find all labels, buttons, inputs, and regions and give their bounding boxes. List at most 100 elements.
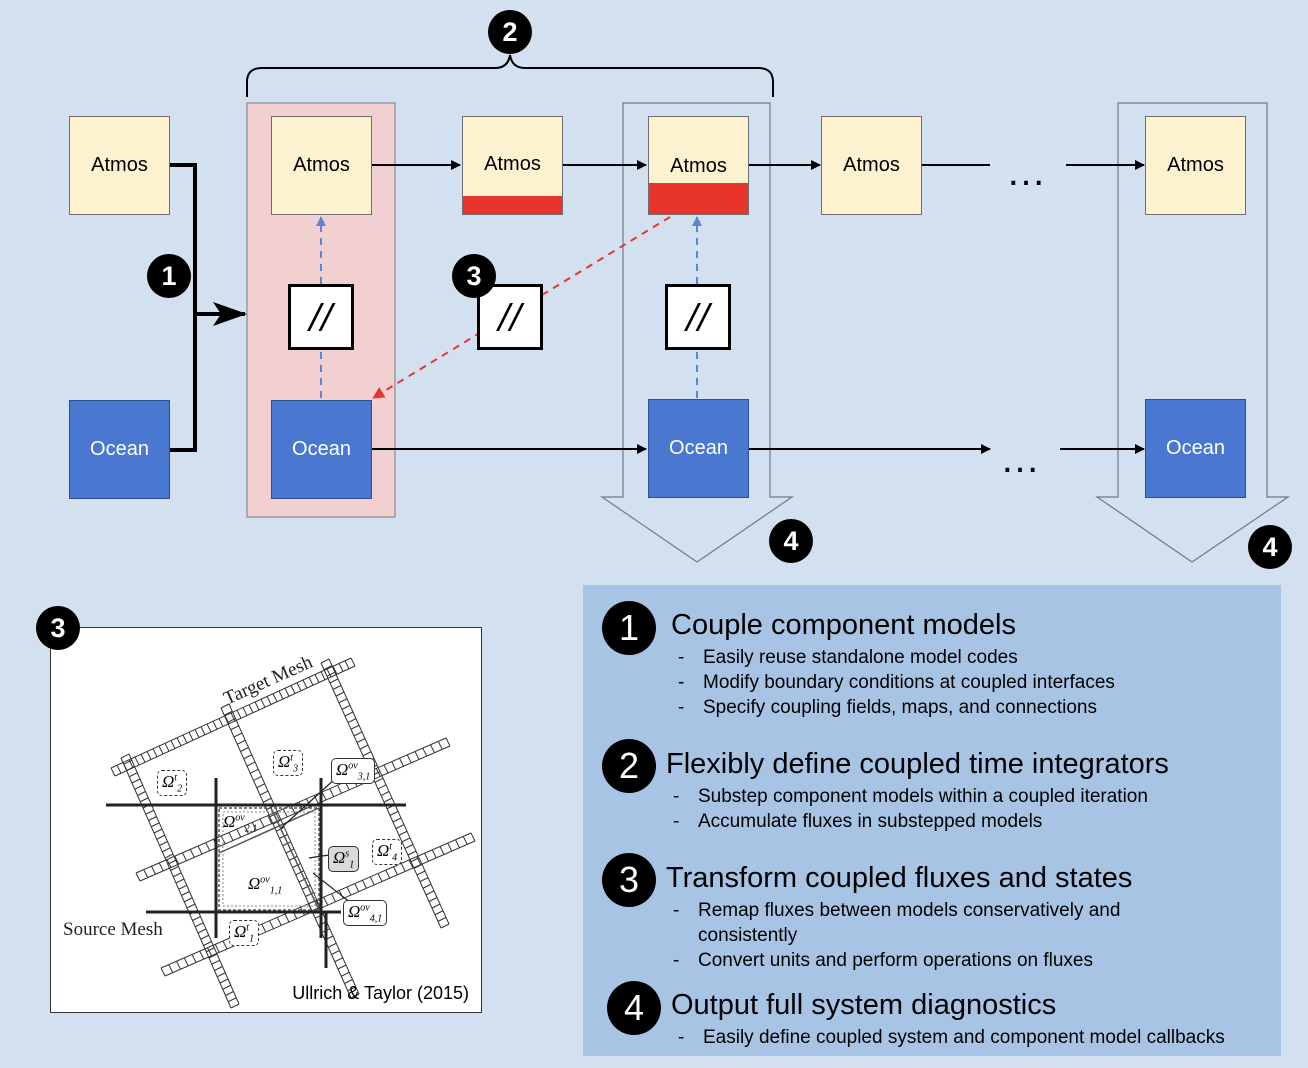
atmos-box-substep-1: Atmos xyxy=(462,116,563,215)
omega-t3: Ωt3 xyxy=(273,750,304,777)
rail-tie xyxy=(282,808,288,818)
rail-tie xyxy=(350,724,360,730)
rail-tie xyxy=(184,897,193,903)
rail-tie xyxy=(225,991,234,996)
rail-tie xyxy=(413,863,423,869)
flux-accumulation-bar xyxy=(463,196,562,214)
rail-tie xyxy=(261,923,267,933)
rail-tie xyxy=(218,718,224,727)
atmos-box-substep-2: Atmos xyxy=(648,116,749,215)
rail-tie xyxy=(276,917,282,926)
legend-number-2: 2 xyxy=(602,739,656,793)
rail-tie xyxy=(208,953,218,959)
mesh-remap-figure: Target Mesh Source Mesh Ωt2 Ωt3 Ωov3,1 Ω… xyxy=(50,627,482,1013)
rail-tie xyxy=(182,734,188,744)
badge-2: 2 xyxy=(488,10,532,54)
rail-tie xyxy=(400,863,406,872)
rail-tie xyxy=(170,740,176,749)
rail-tie xyxy=(380,791,390,796)
rail-tie xyxy=(269,920,274,929)
rail-tie xyxy=(191,954,197,963)
rail-tie xyxy=(243,754,252,760)
rail-tie xyxy=(326,671,336,677)
rail-tie xyxy=(260,699,266,708)
rail-tie xyxy=(250,768,259,774)
parallel-box-1: // xyxy=(288,284,354,350)
rail-tie xyxy=(240,747,249,752)
rail-tie xyxy=(332,666,338,675)
rail-tie xyxy=(228,997,237,1003)
atmos-ellipsis: … xyxy=(1006,150,1050,194)
atmos-box-step-1: Atmos xyxy=(271,116,372,215)
rail-tie xyxy=(116,765,122,774)
legend-title-3: Transform coupled fluxes and states xyxy=(666,862,1133,894)
rail-tie xyxy=(263,797,272,803)
rail-tie xyxy=(391,761,397,770)
rail-tie xyxy=(194,729,200,738)
rail-tie xyxy=(408,859,414,869)
rail-tie xyxy=(140,797,149,803)
rail-tie xyxy=(222,940,228,950)
rail-tie xyxy=(151,822,160,828)
rail-tie xyxy=(230,1003,240,1009)
ocean-box-step-1: Ocean xyxy=(271,400,372,499)
rail-tie xyxy=(182,852,187,861)
rail-tie xyxy=(256,783,265,789)
rail-tie xyxy=(162,847,171,853)
rail-tie xyxy=(347,718,357,724)
rail-tie xyxy=(332,685,342,690)
rail-tie xyxy=(195,922,204,928)
rail-tie xyxy=(425,890,435,896)
rail-tie xyxy=(344,711,354,717)
feature-legend: 1 Couple component models -Easily reuse … xyxy=(583,585,1281,1056)
rail-tie xyxy=(437,916,447,922)
atmos-label: Atmos xyxy=(670,155,727,177)
rail-tie xyxy=(186,903,196,909)
rail-tie xyxy=(445,737,451,747)
rail-tie xyxy=(470,832,476,842)
rail-tie xyxy=(212,721,218,730)
source-mesh-label: Source Mesh xyxy=(63,919,163,940)
rail-tie xyxy=(227,718,236,723)
rail-tie xyxy=(335,691,345,697)
rail-tie xyxy=(447,842,453,852)
rail-tie xyxy=(205,842,211,851)
rail-tie xyxy=(356,738,366,743)
omega-ov11: Ωov1,1 xyxy=(248,874,283,897)
rail-tie xyxy=(323,665,333,671)
rail-tie xyxy=(292,863,301,868)
rail-tie xyxy=(189,849,195,858)
rail-tie xyxy=(214,944,220,953)
rail-tie xyxy=(328,942,337,948)
rail-tie xyxy=(164,743,170,752)
rail-tie xyxy=(344,660,350,669)
rail-tie xyxy=(369,876,375,886)
rail-tie xyxy=(253,776,262,781)
rail-tie xyxy=(242,707,248,716)
rail-tie xyxy=(296,682,302,691)
rail-tie xyxy=(326,668,332,678)
rail-tie xyxy=(266,696,272,705)
rail-tie xyxy=(331,950,340,955)
rail-tie xyxy=(290,805,296,814)
rail-tie xyxy=(284,688,290,697)
rail-tie xyxy=(428,897,438,902)
rail-tie xyxy=(206,947,215,953)
rail-tie xyxy=(398,830,408,836)
rail-tie xyxy=(197,928,207,934)
rail-tie xyxy=(329,788,335,797)
rail-tie xyxy=(175,878,185,884)
rail-tie xyxy=(153,828,163,834)
rail-tie xyxy=(431,849,437,859)
ocean-ellipsis: … xyxy=(1000,437,1044,481)
rail-tie xyxy=(302,679,308,689)
rail-tie xyxy=(395,824,405,830)
rail-tie xyxy=(220,703,230,709)
atmos-box-initial: Atmos xyxy=(69,116,170,215)
rail-tie xyxy=(230,725,239,731)
rail-tie xyxy=(164,853,174,859)
rail-tie xyxy=(254,701,260,711)
rail-tie xyxy=(362,751,372,757)
rail-tie xyxy=(173,872,182,878)
rail-tie xyxy=(167,859,176,865)
